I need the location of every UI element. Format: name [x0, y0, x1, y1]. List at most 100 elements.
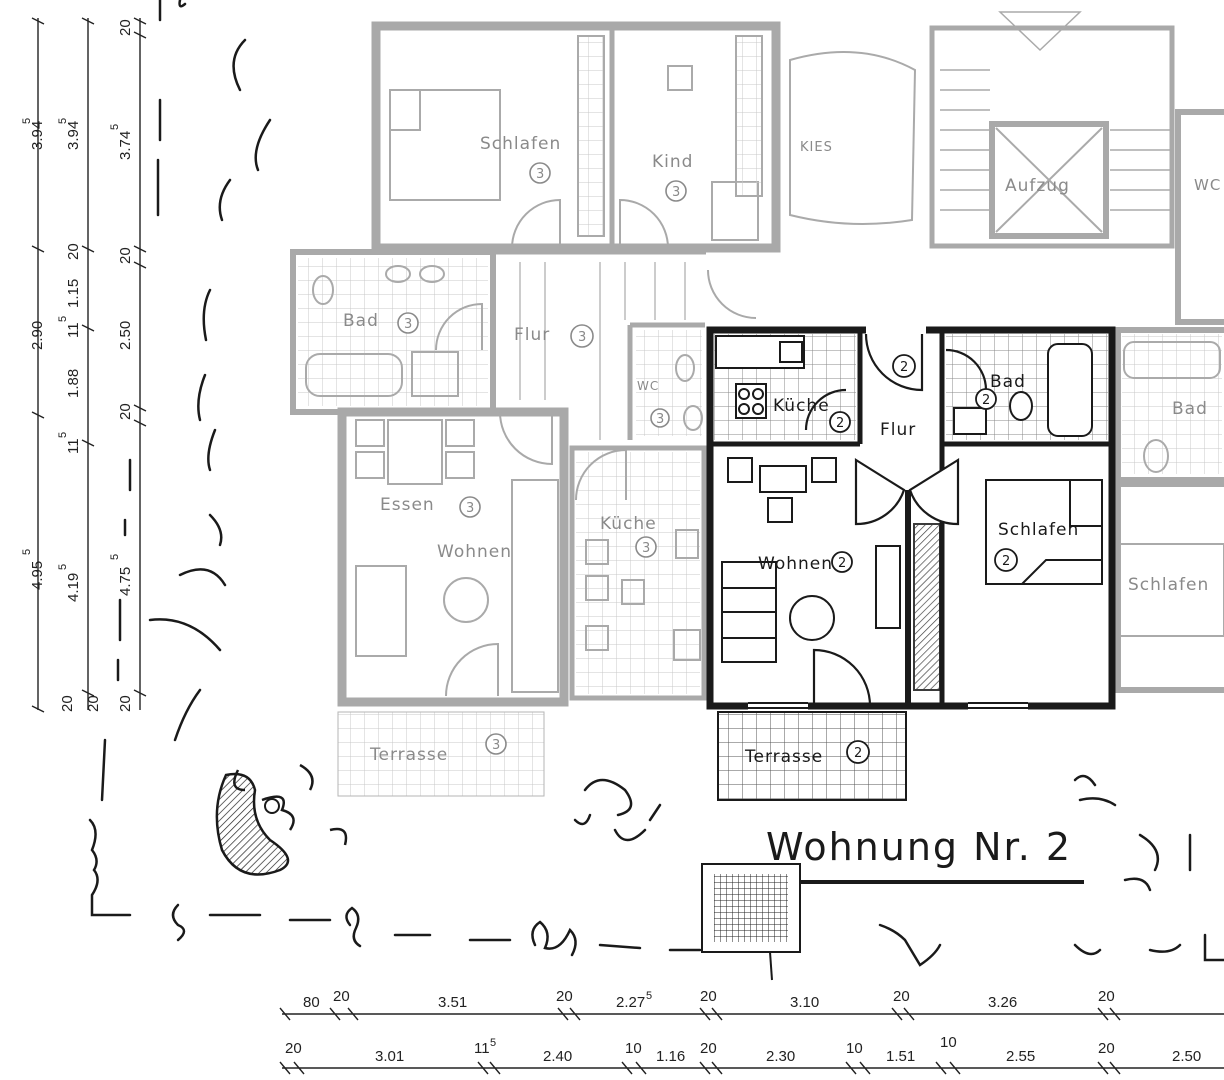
room-label-wohnen-left: Wohnen	[437, 542, 512, 562]
svg-text:20: 20	[117, 19, 134, 36]
svg-text:20: 20	[700, 1040, 717, 1057]
room-label-wc-right: WC	[1194, 176, 1221, 194]
svg-text:10: 10	[846, 1040, 863, 1057]
unit2-furniture	[715, 335, 1103, 691]
svg-text:2.40: 2.40	[543, 1048, 572, 1065]
unit2-markers: 2 2 2 2 2 2	[829, 354, 1018, 764]
svg-text:20: 20	[700, 988, 717, 1005]
svg-text:5: 5	[57, 118, 69, 124]
svg-text:20: 20	[117, 403, 134, 420]
room-label-aufzug: Aufzug	[1005, 176, 1070, 196]
room-label-kueche-left: Küche	[600, 514, 657, 534]
svg-text:5: 5	[109, 554, 121, 560]
svg-text:1.16: 1.16	[656, 1048, 685, 1065]
svg-text:2: 2	[900, 360, 908, 375]
room-label-bad-left: Bad	[343, 311, 379, 331]
svg-text:3: 3	[404, 317, 412, 332]
svg-text:1.88: 1.88	[65, 369, 82, 398]
svg-text:3: 3	[672, 185, 680, 200]
svg-text:2.50: 2.50	[1172, 1048, 1201, 1065]
bush-icon	[215, 772, 290, 876]
room-label-schlafen-right: Schlafen	[1128, 575, 1209, 595]
landscape-sketch	[88, 0, 1224, 967]
svg-text:2: 2	[838, 556, 846, 571]
left-dimension-ticks	[31, 17, 147, 713]
grate-icon	[714, 874, 788, 942]
svg-text:3: 3	[492, 738, 500, 753]
room-label-terrasse-left: Terrasse	[369, 745, 448, 765]
svg-text:3: 3	[536, 167, 544, 182]
svg-text:5: 5	[646, 990, 652, 1002]
svg-text:2: 2	[1002, 554, 1010, 569]
entry-gap	[866, 325, 926, 335]
room-label-schlafen-top: Schlafen	[480, 134, 561, 154]
svg-text:20: 20	[285, 1040, 302, 1057]
room-label-schlafen: Schlafen	[998, 520, 1079, 540]
unit2-doors	[804, 333, 988, 707]
plan-title: Wohnung Nr. 2	[766, 825, 1072, 869]
svg-text:1.15: 1.15	[65, 279, 82, 308]
svg-text:5: 5	[490, 1037, 496, 1049]
shrub-outline	[233, 763, 348, 846]
svg-text:5: 5	[57, 316, 69, 322]
svg-text:5: 5	[109, 124, 121, 130]
svg-text:20: 20	[893, 988, 910, 1005]
svg-text:3: 3	[578, 330, 586, 345]
room-label-flur: Flur	[880, 420, 916, 440]
svg-text:2.50: 2.50	[117, 321, 134, 350]
svg-text:5: 5	[21, 549, 33, 555]
terrasse-left-tiles	[337, 711, 545, 797]
svg-text:3.10: 3.10	[790, 994, 819, 1011]
window-gap	[748, 701, 808, 711]
svg-text:3.94: 3.94	[29, 121, 46, 150]
svg-text:20: 20	[65, 243, 82, 260]
svg-text:5: 5	[57, 432, 69, 438]
svg-text:3: 3	[656, 412, 664, 427]
svg-text:20: 20	[333, 988, 350, 1005]
svg-text:11: 11	[65, 438, 82, 454]
svg-text:20: 20	[1098, 1040, 1115, 1057]
svg-text:5: 5	[57, 564, 69, 570]
svg-text:4.95: 4.95	[29, 561, 46, 590]
bad-left-tiles	[298, 258, 488, 406]
svg-text:2.55: 2.55	[1006, 1048, 1035, 1065]
neighbour-doors	[435, 198, 757, 697]
terrasse-tiles	[717, 711, 907, 801]
svg-text:10: 10	[625, 1040, 642, 1057]
bad-right-tiles	[1122, 334, 1222, 474]
svg-text:3: 3	[642, 541, 650, 556]
svg-text:4.19: 4.19	[65, 573, 82, 602]
neighbour-walls	[290, 21, 1224, 707]
room-label-bad-right: Bad	[1172, 399, 1208, 419]
room-label-kies: KIES	[800, 140, 833, 155]
room-label-bad: Bad	[990, 372, 1026, 392]
svg-text:20: 20	[85, 695, 102, 712]
svg-text:5: 5	[21, 118, 33, 124]
svg-text:1.51: 1.51	[886, 1048, 915, 1065]
svg-text:3.51: 3.51	[438, 994, 467, 1011]
svg-text:3: 3	[466, 501, 474, 516]
svg-text:3.94: 3.94	[65, 121, 82, 150]
unit3-markers: 3 3 3 3 3 3 3 3	[397, 162, 687, 755]
svg-text:2: 2	[982, 393, 990, 408]
svg-text:4.75: 4.75	[117, 567, 134, 596]
room-label-terrasse: Terrasse	[744, 747, 823, 767]
svg-text:3.74: 3.74	[117, 131, 134, 160]
svg-text:2.90: 2.90	[29, 321, 46, 350]
svg-text:11: 11	[65, 322, 82, 338]
svg-text:80: 80	[303, 994, 320, 1011]
room-label-essen: Essen	[380, 495, 435, 515]
svg-text:20: 20	[1098, 988, 1115, 1005]
room-label-wc-mid: WC	[637, 379, 659, 393]
svg-text:20: 20	[59, 695, 76, 712]
kueche-left-tiles	[576, 452, 700, 694]
neighbour-furniture	[305, 11, 1224, 693]
svg-text:11: 11	[474, 1040, 490, 1057]
svg-text:20: 20	[117, 247, 134, 264]
room-label-wohnen: Wohnen	[758, 554, 833, 574]
svg-text:3.01: 3.01	[375, 1048, 404, 1065]
left-dimension-lines	[37, 18, 141, 710]
svg-text:20: 20	[117, 695, 134, 712]
svg-text:2.30: 2.30	[766, 1048, 795, 1065]
